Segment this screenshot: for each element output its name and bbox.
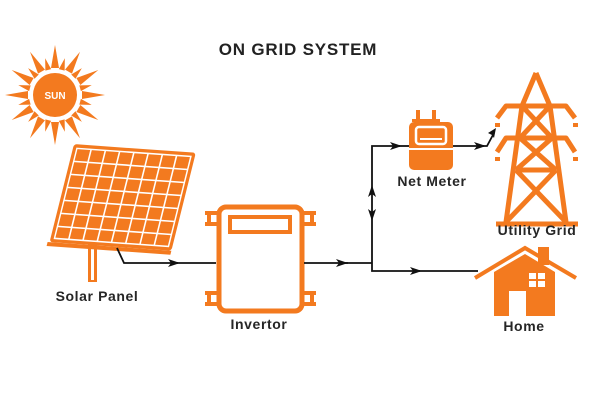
meter-icon — [409, 110, 453, 170]
house-icon — [473, 245, 578, 316]
home-label: Home — [503, 318, 545, 334]
solar-panel-label: Solar Panel — [55, 288, 139, 304]
arrow-to-grid — [474, 142, 486, 150]
invertor-label: Invertor — [230, 316, 288, 332]
arrow-bidirectional-up — [368, 185, 376, 197]
connector-solar-to-inverter — [116, 247, 178, 264]
inverter-icon — [205, 204, 316, 314]
transmission-tower-icon — [494, 72, 578, 227]
sun-icon: SUN — [5, 45, 105, 145]
arrow-inverter-to-junction — [336, 259, 348, 267]
arrow-bidirectional-down — [368, 209, 376, 221]
utility-grid-label: Utility Grid — [497, 222, 577, 238]
arrow-solar-to-inverter — [168, 259, 180, 267]
arrow-to-meter — [390, 142, 402, 150]
solar-panel-icon — [46, 144, 196, 282]
net-meter-label: Net Meter — [397, 173, 467, 189]
connector-junction-to-home — [371, 263, 420, 272]
arrow-into-grid — [488, 128, 496, 138]
arrow-to-home — [410, 267, 422, 275]
connector-junction-vertical — [371, 145, 400, 263]
sun-label: SUN — [44, 91, 65, 102]
diagram-title: ON GRID SYSTEM — [218, 40, 378, 59]
